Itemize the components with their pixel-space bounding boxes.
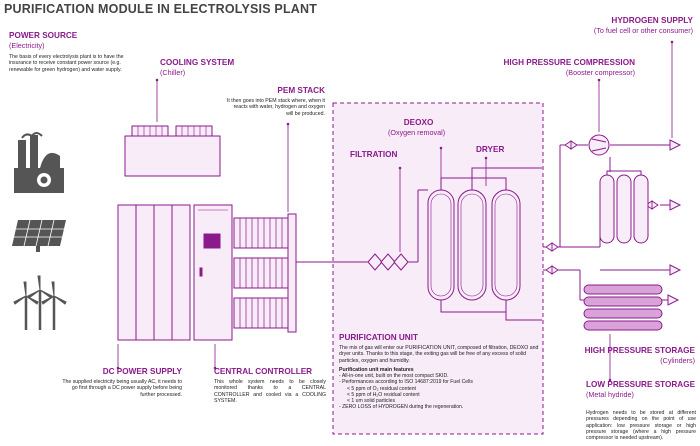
compressor-icon: [588, 134, 610, 156]
hp-storage-heading: HIGH PRESSURE STORAGE: [584, 346, 695, 355]
power-source-desc: The basis of every electrolysis plant is…: [9, 54, 124, 73]
deoxo-sub: (Oxygen removal): [388, 128, 446, 137]
hp-compression-sub: (Booster compressor): [565, 68, 635, 77]
power-source-heading: POWER SOURCE: [9, 31, 78, 40]
dc-power-desc: The supplied electricity being usually A…: [62, 379, 182, 398]
chiller-unit: [124, 125, 221, 177]
wind-turbine-icon: [13, 275, 67, 330]
filtration-heading: FILTRATION: [350, 150, 398, 159]
lp-storage-block: LOW PRESSURE STORAGE (Metal hydride): [586, 380, 696, 399]
outlet-arrow-icon: [667, 139, 682, 306]
lp-storage-sub: (Metal hydride): [586, 390, 634, 399]
central-controller-cabinet: [193, 204, 233, 341]
feature-item: - ZERO LOSS of HYDROGEN during the regen…: [339, 404, 464, 411]
pem-desc: It then goes into PEM stack where, when …: [226, 98, 325, 117]
dc-power-heading: DC POWER SUPPLY: [102, 367, 182, 376]
pem-block: PEM STACK It then goes into PEM stack wh…: [225, 86, 325, 117]
dc-power-block: DC POWER SUPPLY The supplied electricity…: [62, 367, 182, 398]
page-title: PURIFICATION MODULE IN ELECTROLYSIS PLAN…: [4, 2, 318, 16]
deoxo-block: DEOXO (Oxygen removal): [388, 118, 445, 137]
dc-power-cabinet: [117, 204, 191, 341]
hp-storage-block: HIGH PRESSURE STORAGE (Cylinders): [570, 346, 695, 365]
purification-block: PURIFICATION UNIT The mix of gas will en…: [339, 333, 539, 410]
central-controller-block: CENTRAL CONTROLLER This whole system nee…: [214, 367, 326, 404]
lp-storage-heading: LOW PRESSURE STORAGE: [586, 380, 696, 389]
hydrogen-supply-block: HYDROGEN SUPPLY (To fuel cell or other c…: [555, 16, 693, 35]
cooling-heading: COOLING SYSTEM: [160, 58, 235, 67]
high-pressure-cylinders: [599, 170, 649, 244]
filtration-unit: [367, 253, 409, 271]
dryer-vessel: [457, 189, 521, 301]
lp-storage-desc: Hydrogen needs to be stored at different…: [586, 410, 696, 442]
power-plant-icon: [14, 132, 64, 193]
dryer-heading: DRYER: [476, 145, 505, 154]
hydrogen-supply-sub: (To fuel cell or other consumer): [593, 26, 693, 35]
solar-panel-icon: [12, 219, 66, 252]
hp-storage-sub: (Cylinders): [660, 356, 695, 365]
valve-icon: [545, 140, 659, 275]
feature-item: - Performances according to ISO 14687:20…: [339, 379, 473, 386]
feature-item: < 1 um solid particles: [347, 398, 395, 404]
central-controller-desc: This whole system needs to be closely mo…: [214, 379, 326, 404]
power-source-sub: (Electricity): [9, 41, 45, 50]
feature-item: - All-in-one unit, built on the most com…: [339, 373, 449, 380]
purification-desc: The mix of gas will enter our PURIFICATI…: [339, 345, 539, 364]
purification-heading: PURIFICATION UNIT: [339, 333, 418, 342]
hp-compression-block: HIGH PRESSURE COMPRESSION (Booster compr…: [455, 58, 635, 77]
central-controller-heading: CENTRAL CONTROLLER: [214, 367, 313, 376]
cooling-sub: (Chiller): [160, 68, 186, 77]
metal-hydride-tanks: [583, 284, 663, 331]
power-source-block: POWER SOURCE (Electricity) The basis of …: [9, 31, 134, 73]
hydrogen-supply-heading: HYDROGEN SUPPLY: [611, 16, 693, 25]
deoxo-vessel: [427, 189, 455, 301]
feature-item: < 5 ppm of O₂ residual content: [347, 385, 416, 392]
hp-compression-heading: HIGH PRESSURE COMPRESSION: [503, 58, 635, 67]
pem-heading: PEM STACK: [277, 86, 325, 95]
cooling-block: COOLING SYSTEM (Chiller): [160, 58, 234, 77]
deoxo-heading: DEOXO: [403, 118, 434, 127]
feature-item: < 5 ppm of H₂O residual content: [347, 391, 420, 398]
pem-stack: [233, 213, 297, 333]
purification-features-title: Purification unit main features: [339, 366, 414, 373]
